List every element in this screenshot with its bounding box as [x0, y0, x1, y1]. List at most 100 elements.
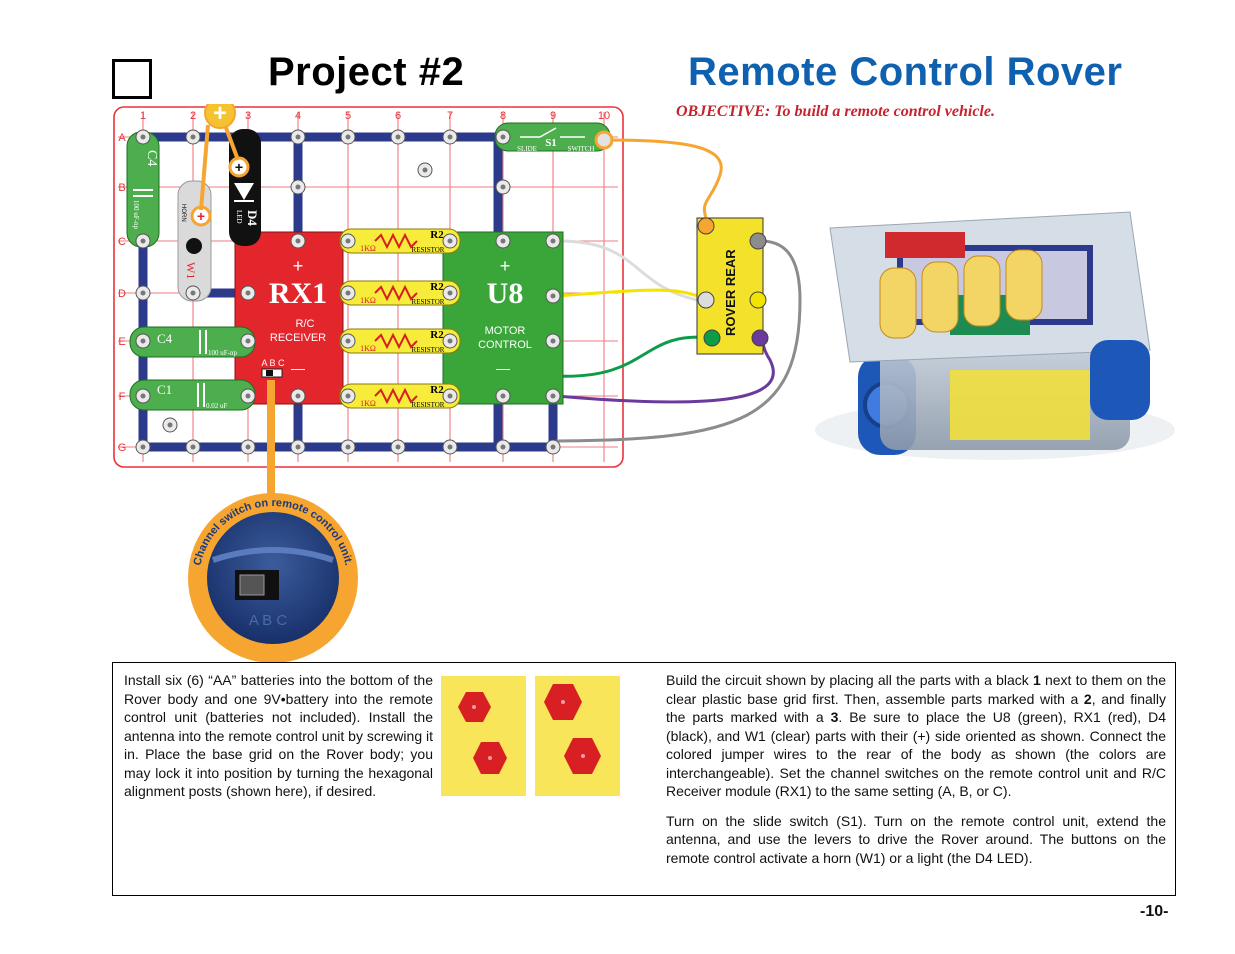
svg-text:1KΩ: 1KΩ	[360, 244, 376, 253]
snap-post	[240, 439, 256, 455]
resistor-r2: R2 1KΩ RESISTOR	[339, 228, 461, 254]
svg-text:1KΩ: 1KΩ	[360, 296, 376, 305]
c4-vertical: C4 100 uF-np	[126, 131, 160, 248]
row-label: C	[118, 236, 126, 248]
s1-slide-switch: S1 SLIDE SWITCH	[494, 122, 614, 153]
column-label: 8	[500, 110, 506, 122]
column-label: 7	[447, 110, 453, 122]
snap-post	[442, 285, 458, 301]
svg-text:—: —	[291, 360, 305, 376]
row-label: B	[118, 182, 125, 194]
snap-post	[340, 439, 356, 455]
orange-wire	[605, 138, 723, 219]
snap-post	[340, 285, 356, 301]
row-label: A	[118, 132, 126, 144]
snap-post	[442, 439, 458, 455]
svg-text:+: +	[293, 256, 304, 276]
snap-post	[340, 333, 356, 349]
svg-text:RESISTOR: RESISTOR	[412, 298, 445, 306]
svg-text:100 uF-np: 100 uF-np	[132, 200, 140, 229]
snap-post	[495, 439, 511, 455]
svg-text:C4: C4	[144, 150, 159, 166]
svg-text:1KΩ: 1KΩ	[360, 399, 376, 408]
snap-post	[240, 333, 256, 349]
resistor-r2: R2 1KΩ RESISTOR	[339, 383, 461, 409]
svg-text:SLIDE: SLIDE	[517, 145, 537, 153]
snap-post	[135, 233, 151, 249]
column-label: 5	[345, 110, 351, 122]
objective-text: OBJECTIVE: To build a remote control veh…	[676, 103, 995, 120]
c1-capacitor: C1 0.02 uF	[129, 379, 256, 411]
white-wire	[555, 239, 698, 302]
snap-post	[545, 388, 561, 404]
snap-post	[135, 439, 151, 455]
snap-post	[545, 439, 561, 455]
snap-post	[185, 285, 201, 301]
u8-motor-control: + U8 MOTOR CONTROL —	[442, 231, 564, 405]
svg-text:+: +	[500, 256, 511, 276]
svg-text:1KΩ: 1KΩ	[360, 344, 376, 353]
svg-text:LED: LED	[235, 210, 243, 224]
svg-text:0.02 uF: 0.02 uF	[206, 402, 228, 410]
svg-text:CONTROL: CONTROL	[478, 339, 532, 351]
snap-post	[495, 233, 511, 249]
rx1-channel-switch	[266, 370, 273, 376]
svg-text:A B C: A B C	[249, 612, 288, 629]
snap-post	[417, 162, 433, 178]
snap-post	[290, 233, 306, 249]
svg-text:RESISTOR: RESISTOR	[412, 246, 445, 254]
svg-text:+: +	[235, 159, 243, 175]
svg-text:—: —	[496, 360, 510, 376]
rover-illustration	[815, 211, 1175, 460]
snap-post	[290, 129, 306, 145]
rx1-abc: A B C	[261, 358, 285, 368]
w1-horn: + W1 HORN	[177, 180, 212, 302]
snap-post	[442, 333, 458, 349]
snap-post	[545, 233, 561, 249]
snap-post	[442, 233, 458, 249]
plus-callout: +	[199, 104, 240, 211]
rx1-label: RX1	[269, 277, 327, 310]
snap-post	[340, 233, 356, 249]
column-label: 6	[395, 110, 401, 122]
gray-wire	[555, 239, 802, 443]
column-label: 2	[190, 110, 196, 122]
svg-text:R2: R2	[430, 329, 444, 341]
svg-text:C4: C4	[157, 331, 173, 346]
svg-text:+: +	[213, 104, 227, 127]
svg-text:SWITCH: SWITCH	[568, 145, 595, 153]
snap-post	[135, 285, 151, 301]
svg-text:W1: W1	[184, 262, 198, 279]
svg-text:HORN: HORN	[180, 204, 186, 222]
svg-text:D4: D4	[245, 210, 260, 226]
column-label: 3	[245, 110, 251, 122]
row-label: F	[119, 391, 126, 403]
svg-text:C1: C1	[157, 382, 172, 397]
snap-post	[340, 129, 356, 145]
yellow-wire	[555, 288, 707, 302]
snap-post	[185, 439, 201, 455]
svg-text:R2: R2	[430, 229, 444, 241]
rx1-receiver: + RX1 R/C RECEIVER A B C —	[234, 231, 344, 405]
build-instructions: Build the circuit shown by placing all t…	[666, 671, 1166, 878]
snap-post	[240, 285, 256, 301]
svg-text:R2: R2	[430, 384, 444, 396]
svg-text:MOTOR: MOTOR	[485, 325, 526, 337]
project-checkbox[interactable]	[112, 59, 152, 99]
svg-text:RESISTOR: RESISTOR	[412, 401, 445, 409]
snap-post	[240, 388, 256, 404]
snap-post	[135, 333, 151, 349]
snap-post	[545, 288, 561, 304]
snap-post	[495, 179, 511, 195]
green-wire	[555, 335, 713, 378]
rover-rear-board: ROVER REAR	[696, 217, 769, 355]
row-label: E	[118, 336, 125, 348]
snap-post	[442, 388, 458, 404]
svg-text:R/C: R/C	[296, 318, 315, 330]
snap-post	[162, 417, 178, 433]
